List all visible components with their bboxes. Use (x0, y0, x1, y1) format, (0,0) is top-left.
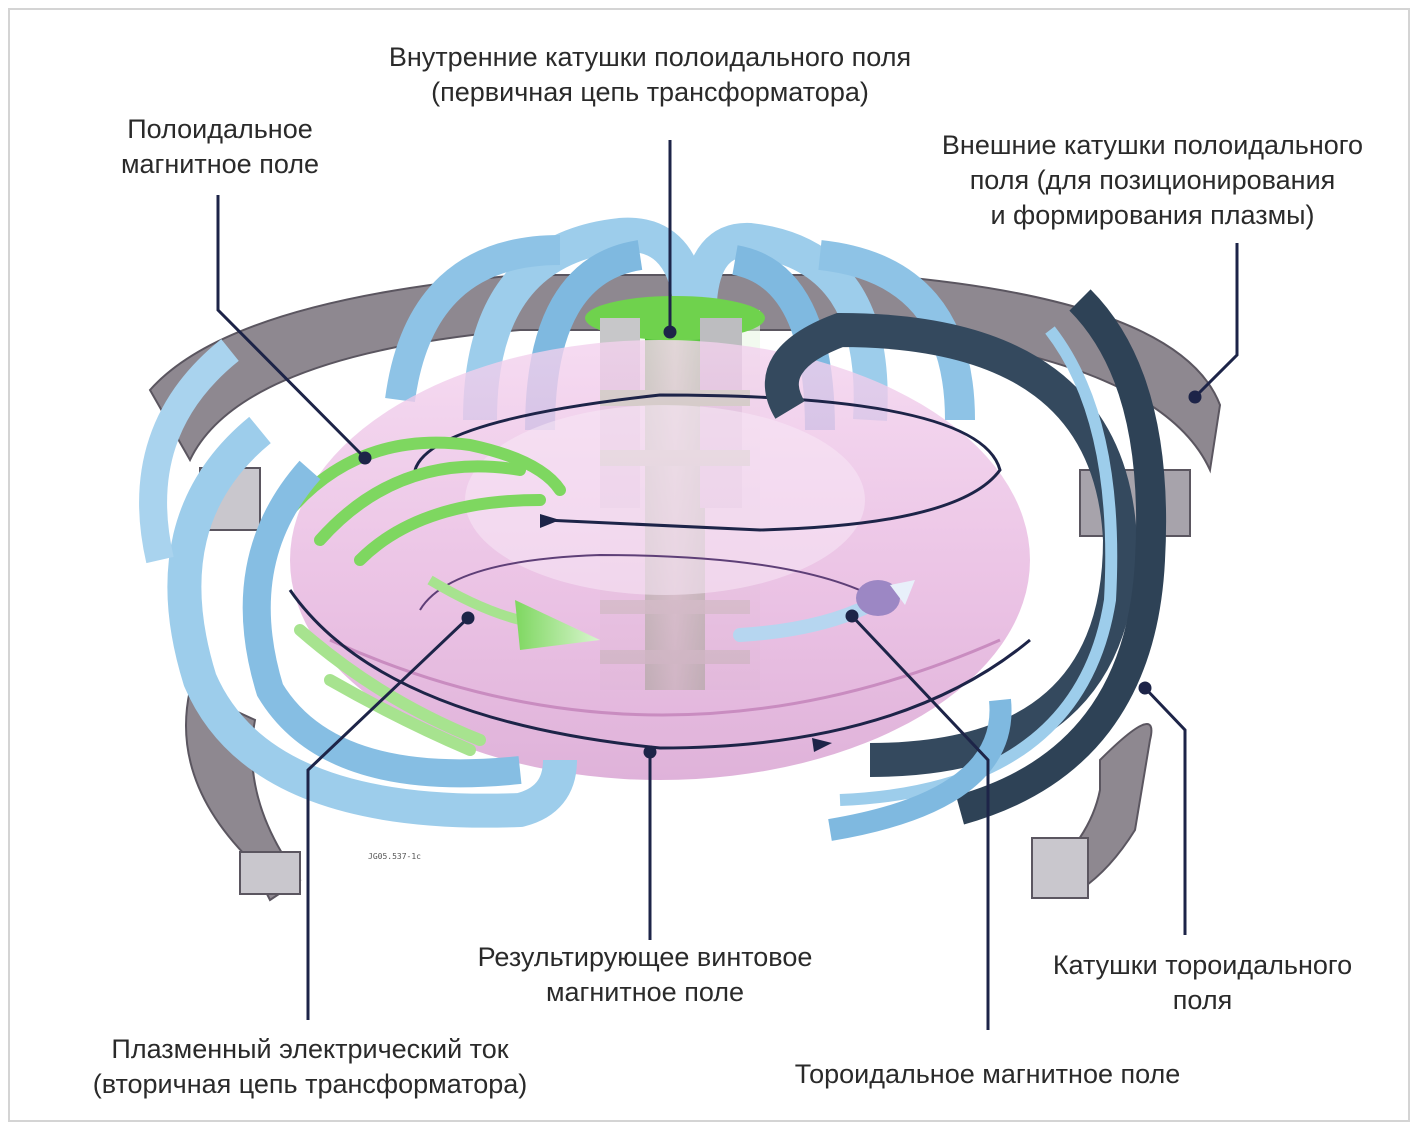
label-line: Полоидальное (127, 114, 313, 144)
leader-lines (216, 140, 1239, 1030)
label-toroidal-field: Тороидальное магнитное поле (745, 1057, 1230, 1092)
label-line: поля (1172, 985, 1233, 1015)
label-line: поля (для позиционирования (969, 165, 1336, 195)
poloidal-field-arrows (284, 436, 566, 756)
pf-coil-lower-end-right (1031, 837, 1089, 899)
label-toroidal-coils: Катушки тороидального поля (1020, 948, 1385, 1018)
figure-code: JG05.537-1c (368, 852, 421, 861)
label-line: Плазменный электрический ток (111, 1034, 509, 1064)
label-outer-poloidal-coils: Внешние катушки полоидального поля (для … (900, 128, 1405, 233)
label-poloidal-field: Полоидальное магнитное поле (100, 112, 340, 182)
label-line: магнитное поле (545, 977, 745, 1007)
pf-coil-lower-right (1037, 723, 1153, 892)
toroidal-coils-front (139, 289, 1167, 841)
label-line: Внешние катушки полоидального (941, 130, 1364, 160)
label-plasma-current: Плазменный электрический ток (вторичная … (50, 1032, 570, 1102)
label-line: Результирующее винтовое (477, 942, 813, 972)
label-line: Тороидальное магнитное поле (794, 1059, 1181, 1089)
label-line: (вторичная цепь трансформатора) (92, 1069, 528, 1099)
label-line: (первичная цепь трансформатора) (431, 77, 869, 107)
label-line: Внутренние катушки полоидального поля (388, 42, 912, 72)
label-line: магнитное поле (120, 149, 320, 179)
pf-coil-lower-end-left (239, 851, 301, 895)
label-line: Катушки тороидального (1052, 950, 1353, 980)
label-helical-field: Результирующее винтовое магнитное поле (440, 940, 850, 1010)
label-inner-poloidal-coils: Внутренние катушки полоидального поля (п… (340, 40, 960, 110)
label-line: и формирования плазмы) (990, 200, 1315, 230)
